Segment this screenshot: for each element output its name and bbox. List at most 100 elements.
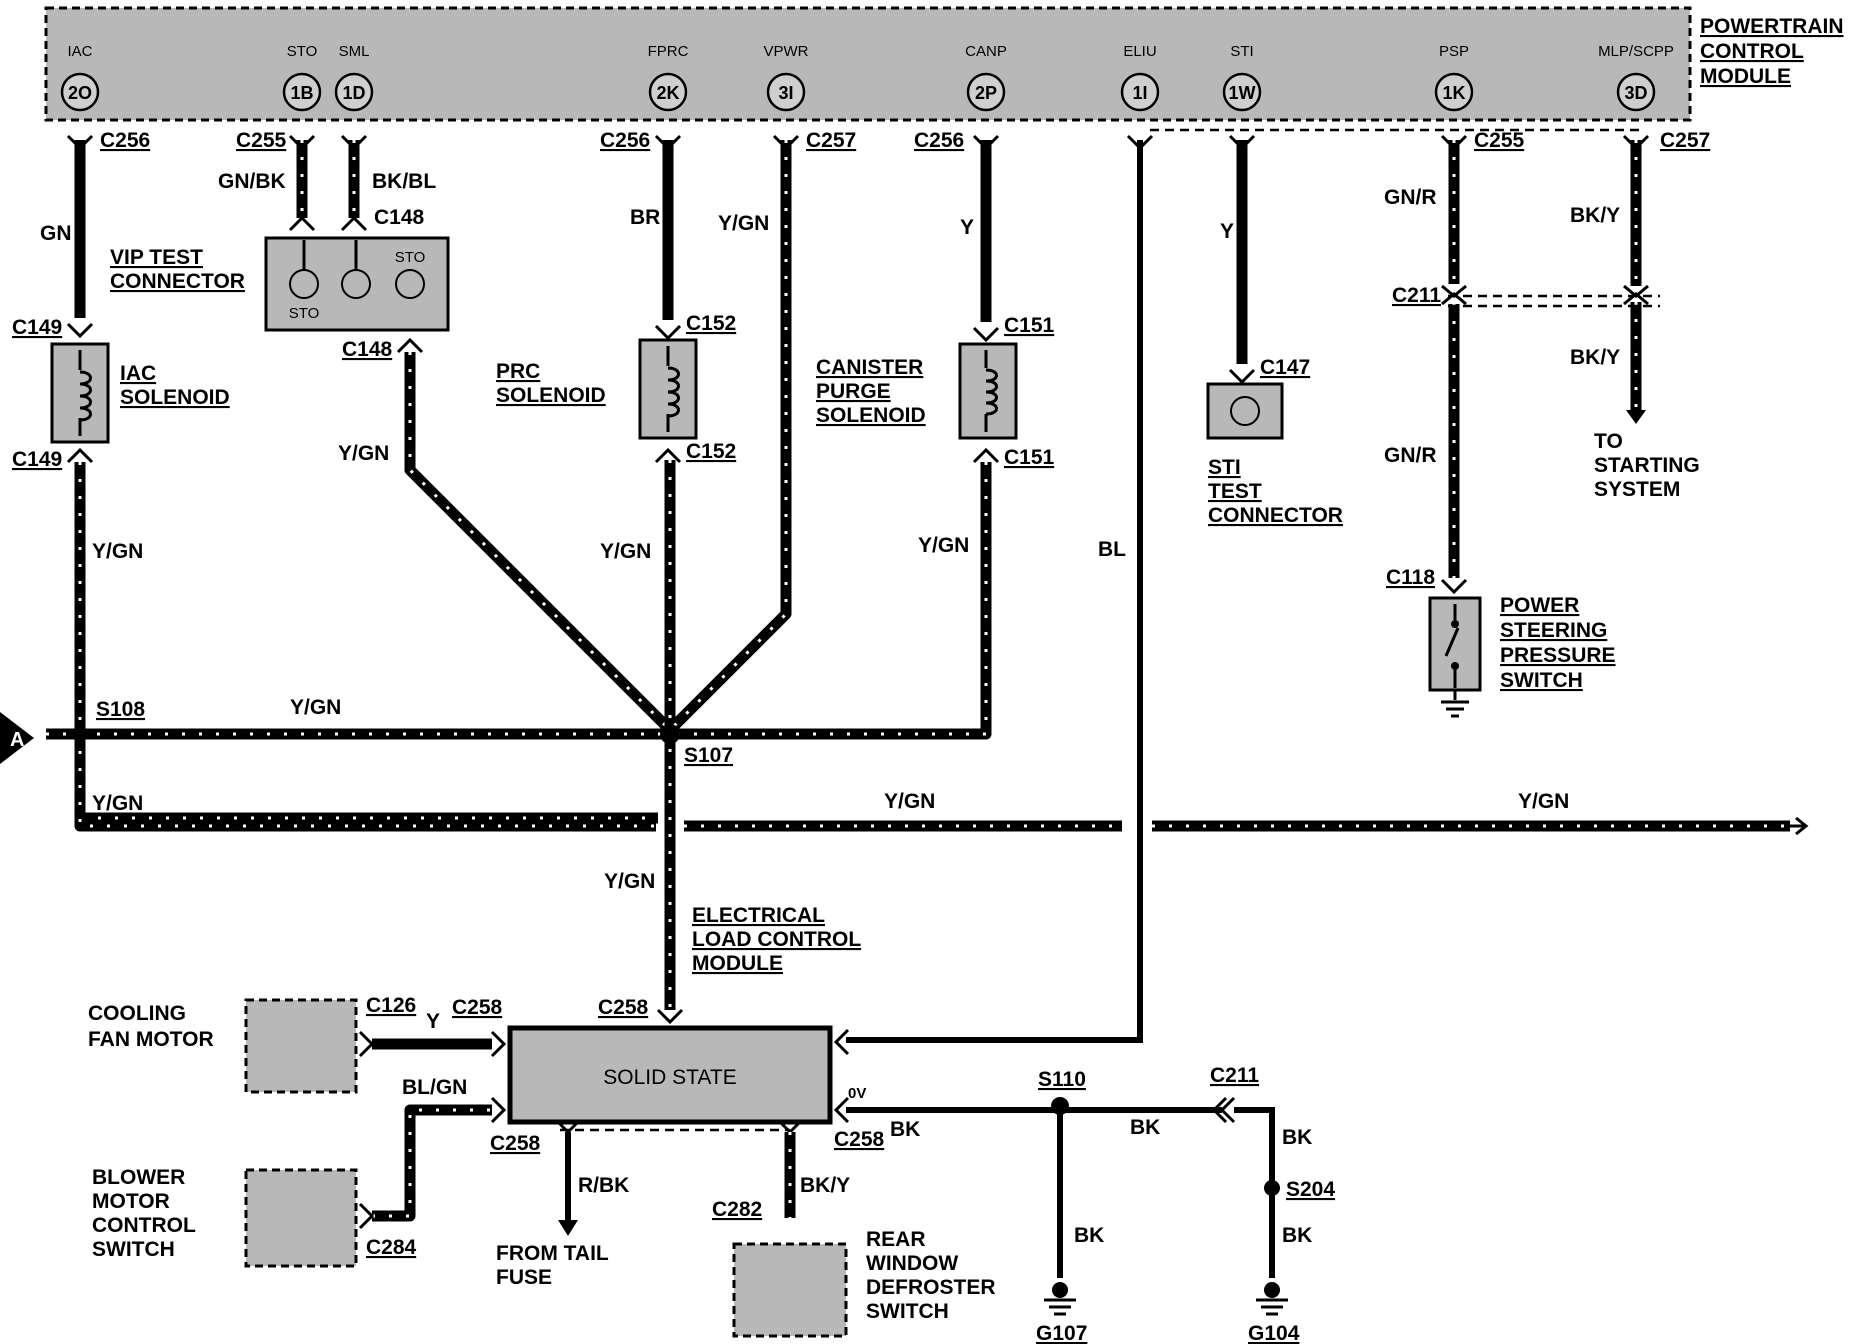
svg-text:BR: BR — [630, 206, 660, 229]
svg-text:BL/GN: BL/GN — [402, 1076, 467, 1099]
rear-window-defroster-switch — [732, 1242, 848, 1338]
svg-text:C256: C256 — [100, 129, 150, 152]
vip-label-1: VIP TEST — [110, 246, 203, 269]
svg-text:1B: 1B — [290, 83, 313, 103]
svg-text:MLP/SCPP: MLP/SCPP — [1598, 43, 1674, 60]
iac-label-2: SOLENOID — [120, 386, 230, 409]
to-starting-1: TO — [1594, 430, 1623, 453]
canister-label-1: CANISTER — [816, 356, 923, 379]
wire-color-labels: GN GN/BK BK/BL BR Y/GN Y Y GN/R GN/R BK/… — [40, 170, 1620, 1247]
cooling-fan-motor — [244, 998, 358, 1094]
svg-text:C258: C258 — [452, 996, 503, 1019]
svg-text:C258: C258 — [490, 1132, 541, 1155]
g107-label: G107 — [1036, 1322, 1087, 1344]
wire-canister-ygn — [670, 462, 992, 740]
svg-text:STO: STO — [395, 249, 426, 266]
wire-cooling-y — [358, 1030, 492, 1058]
svg-text:C282: C282 — [712, 1198, 762, 1221]
pcm-pin-iac: IAC 2O — [60, 43, 100, 112]
svg-text:PSP: PSP — [1439, 43, 1469, 60]
sti-label-3: CONNECTOR — [1208, 504, 1343, 527]
svg-text:BK/Y: BK/Y — [1570, 346, 1620, 369]
g104-label: G104 — [1248, 1322, 1300, 1344]
wire-mlp-bky — [1626, 140, 1646, 424]
svg-text:C258: C258 — [834, 1128, 885, 1151]
svg-text:C152: C152 — [686, 440, 736, 463]
ov-label: 0V — [848, 1085, 866, 1102]
svg-text:S110: S110 — [1038, 1068, 1086, 1091]
svg-text:3I: 3I — [778, 83, 793, 103]
svg-text:R/BK: R/BK — [578, 1174, 629, 1197]
svg-text:C126: C126 — [366, 994, 416, 1017]
blower-motor-control-switch — [244, 1168, 358, 1268]
iac-solenoid — [50, 342, 110, 444]
svg-text:C257: C257 — [806, 129, 856, 152]
svg-text:STI: STI — [1230, 43, 1253, 60]
page-ref-arrow — [0, 712, 34, 764]
tail-fuse-label-2: FUSE — [496, 1266, 552, 1289]
svg-text:1K: 1K — [1442, 83, 1465, 103]
svg-text:GN/R: GN/R — [1384, 444, 1437, 467]
connector-labels: C256 C255 C256 C257 C256 C255 C257 C148 … — [12, 129, 1710, 1259]
svg-text:2K: 2K — [656, 83, 679, 103]
svg-text:1W: 1W — [1229, 83, 1256, 103]
svg-text:C149: C149 — [12, 316, 62, 339]
sti-label-2: TEST — [1208, 480, 1262, 503]
svg-text:BK: BK — [1282, 1224, 1312, 1247]
svg-text:C255: C255 — [1474, 129, 1525, 152]
to-starting-2: STARTING — [1594, 454, 1700, 477]
pcm-pin-eliu: ELIU 1I — [1120, 43, 1160, 112]
power-steering-pressure-switch — [1428, 596, 1482, 718]
svg-text:BK/Y: BK/Y — [800, 1174, 850, 1197]
svg-text:STO: STO — [287, 43, 318, 60]
svg-text:C152: C152 — [686, 312, 736, 335]
svg-text:Y/GN: Y/GN — [338, 442, 389, 465]
elcm-label-1: ELECTRICAL — [692, 904, 825, 927]
svg-text:3D: 3D — [1624, 83, 1647, 103]
elcm-label-2: LOAD CONTROL — [692, 928, 861, 951]
svg-text:Y/GN: Y/GN — [290, 696, 341, 719]
wire-ygn-bus-lower — [74, 734, 1809, 836]
svg-text:S204: S204 — [1286, 1178, 1335, 1201]
splice-s108-dot — [72, 726, 88, 742]
svg-text:GN/R: GN/R — [1384, 186, 1437, 209]
psps-label-3: PRESSURE — [1500, 644, 1616, 667]
vip-label-2: CONNECTOR — [110, 270, 245, 293]
blower-label-4: SWITCH — [92, 1238, 175, 1261]
svg-text:Y/GN: Y/GN — [600, 540, 651, 563]
svg-text:C284: C284 — [366, 1236, 417, 1259]
svg-text:GN: GN — [40, 222, 72, 245]
svg-text:C118: C118 — [1386, 566, 1435, 589]
cooling-label-1: COOLING — [88, 1002, 186, 1025]
prc-label-1: PRC — [496, 360, 540, 383]
psps-label-1: POWER — [1500, 594, 1579, 617]
svg-text:Y: Y — [960, 216, 974, 239]
wire-vpwr-ygn — [666, 140, 792, 734]
svg-text:C256: C256 — [914, 129, 964, 152]
pcm-pin-sml: SML 1D — [334, 43, 374, 112]
defroster-label-3: DEFROSTER — [866, 1276, 996, 1299]
svg-text:VPWR: VPWR — [764, 43, 809, 60]
blower-label-1: BLOWER — [92, 1166, 185, 1189]
svg-text:C257: C257 — [1660, 129, 1710, 152]
svg-text:STO: STO — [289, 305, 320, 322]
psps-label-2: STEERING — [1500, 619, 1607, 642]
svg-text:BK: BK — [1282, 1126, 1312, 1149]
iac-label-1: IAC — [120, 362, 156, 385]
wire-iac-ygn — [74, 462, 658, 824]
svg-text:C256: C256 — [600, 129, 650, 152]
svg-text:Y/GN: Y/GN — [92, 792, 143, 815]
svg-text:Y: Y — [1220, 220, 1234, 243]
defroster-label-1: REAR — [866, 1228, 926, 1251]
c211-dash — [1448, 294, 1660, 308]
svg-text:BK: BK — [890, 1118, 920, 1141]
svg-text:C148: C148 — [342, 338, 393, 361]
svg-text:BK: BK — [1130, 1116, 1160, 1139]
pcm-pin-canp: CANP 2P — [965, 43, 1007, 112]
vip-test-connector: STO STO — [264, 236, 450, 332]
blower-label-3: CONTROL — [92, 1214, 196, 1237]
svg-text:SOLID STATE: SOLID STATE — [603, 1066, 736, 1089]
canister-label-3: SOLENOID — [816, 404, 926, 427]
svg-text:1D: 1D — [342, 83, 365, 103]
